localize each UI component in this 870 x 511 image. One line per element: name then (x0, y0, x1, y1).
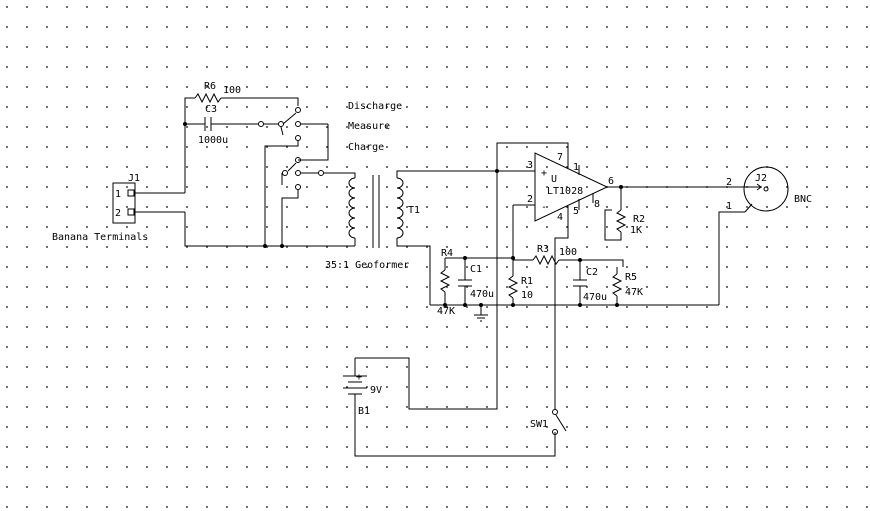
supply-wiring (415, 142, 569, 410)
r6-ref: R6 (204, 81, 216, 92)
op-amp-minus: - (541, 202, 547, 213)
pin-7-label: 7 (557, 152, 563, 163)
geoformer-label: 35:1 Geoformer (325, 260, 409, 271)
ground-symbol (474, 305, 488, 322)
junction-dots (183, 122, 623, 307)
bnc-label: BNC (794, 194, 812, 205)
j1-pin1: 1 (115, 189, 121, 200)
discharge-label: Discharge (348, 101, 402, 112)
r6-resistor: R6 100 (194, 81, 299, 106)
b1-plus: + (356, 372, 362, 383)
r1-resistor: R1 10 (507, 260, 533, 305)
r1-ref: R1 (521, 276, 533, 287)
r5-ref: R5 (625, 272, 637, 283)
charge-label: Charge (348, 142, 384, 153)
pin-4-label: 4 (557, 212, 563, 223)
op-amp-ref: U (551, 174, 557, 185)
c3-capacitor: C3 1000u (185, 104, 258, 146)
j2-pin1: 1 (726, 201, 732, 212)
j1-pin2: 2 (115, 208, 121, 219)
r5-value: 47K (625, 287, 643, 298)
pin-5-label: 5 (573, 206, 579, 217)
op-amp-lt1028: + - U LT1028 3 2 7 1 6 4 5 8 (513, 152, 725, 223)
j1-connector: J1 1 2 Banana Terminals (52, 173, 185, 243)
measure-label: Measure (348, 121, 390, 132)
mode-switch: Discharge Measure Charge (258, 101, 402, 246)
c1-capacitor: C1 470u (458, 258, 494, 305)
b1-value: 9V (370, 385, 382, 396)
j1-wiring (184, 97, 355, 247)
c2-value: 470u (583, 292, 607, 303)
r4-ref: R4 (441, 248, 453, 259)
pin-2-label: 2 (527, 194, 533, 205)
r1-value: 10 (521, 290, 533, 301)
r6-value: 100 (223, 85, 241, 96)
b1-battery: + 9V B1 (343, 357, 556, 457)
c3-value: 1000u (198, 135, 228, 146)
c2-ref: C2 (586, 267, 598, 278)
pin-6-label: 6 (608, 176, 614, 187)
r3-value: 100 (559, 247, 577, 258)
pin-8-label: 8 (594, 199, 600, 210)
banana-terminals-label: Banana Terminals (52, 232, 148, 243)
c1-value: 470u (470, 289, 494, 300)
j1-ref: J1 (128, 173, 140, 184)
r4-resistor: R4 47K (437, 248, 513, 317)
op-amp-plus: + (541, 168, 547, 179)
sw1-switch: SW1 (530, 409, 567, 435)
r3-resistor: R3 100 (513, 244, 624, 267)
r2-value: 1K (630, 225, 642, 236)
t1-transformer: T1 35:1 Geoformer (325, 170, 535, 305)
op-amp-part: LT1028 (547, 186, 583, 197)
sw1-ref: SW1 (530, 419, 548, 430)
ground-rail (430, 211, 725, 306)
c2-capacitor: C2 470u (573, 260, 607, 305)
pin-3-label: 3 (527, 160, 533, 171)
r2-resistor: R2 1K (604, 187, 645, 241)
r2-ref: R2 (633, 214, 645, 225)
c3-ref: C3 (205, 104, 217, 115)
r5-resistor: R5 47K (611, 267, 643, 305)
j2-bnc-connector: J2 2 1 BNC (725, 166, 812, 213)
j2-pin2: 2 (726, 177, 732, 188)
r3-ref: R3 (537, 244, 549, 255)
pin-1-label: 1 (573, 162, 579, 173)
t1-ref: T1 (408, 205, 420, 216)
b1-ref: B1 (358, 406, 370, 417)
c1-ref: C1 (470, 264, 482, 275)
r4-value: 47K (437, 306, 455, 317)
j2-ref: J2 (755, 173, 767, 184)
